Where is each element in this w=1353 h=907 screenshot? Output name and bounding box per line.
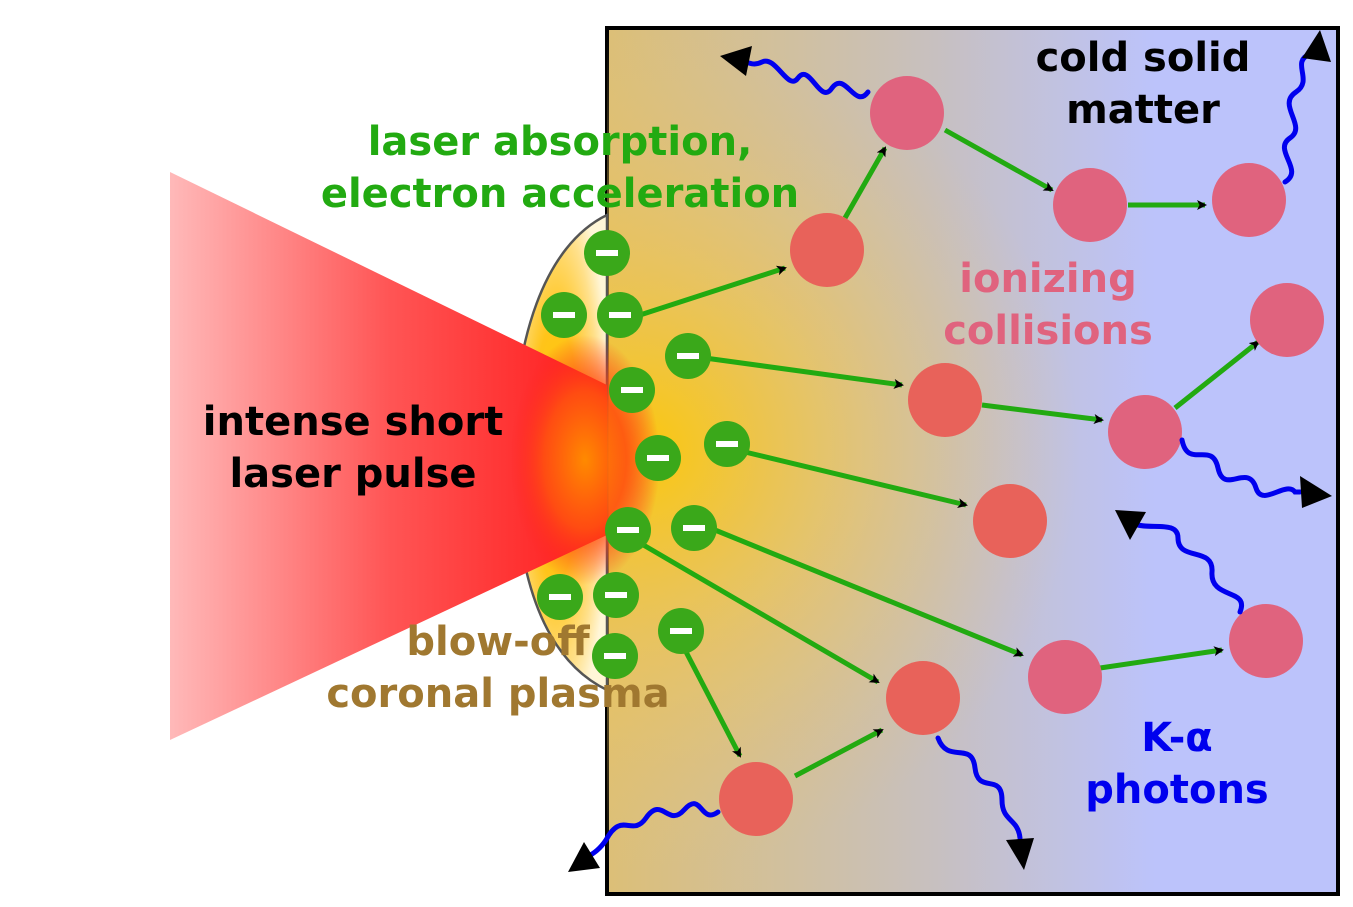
photon-wave-icon [583, 801, 721, 861]
ions [719, 76, 1324, 836]
arrowhead-icon [1302, 30, 1331, 62]
ion-icon [1212, 163, 1286, 237]
electrons [537, 230, 750, 679]
ion-icon [1028, 640, 1102, 714]
ion-icon [870, 76, 944, 150]
electron-icon [658, 608, 704, 654]
ion-icon [1053, 168, 1127, 242]
ion-icon [719, 762, 793, 836]
label-laser-absorption: laser absorption, electron acceleration [320, 119, 800, 217]
photon-wave-icon [1179, 437, 1303, 498]
label-blow-off-plasma: blow-off coronal plasma [326, 619, 670, 717]
electron-icon [635, 435, 681, 481]
ion-icon [886, 661, 960, 735]
photon-wave-icon [935, 735, 1023, 841]
electron-icon [537, 574, 583, 620]
ion-icon [973, 484, 1047, 558]
photon-wave-icon [1281, 51, 1313, 185]
electron-icon [665, 333, 711, 379]
ion-icon [1229, 604, 1303, 678]
arrowhead-icon [568, 842, 600, 872]
electron-icon [597, 292, 643, 338]
arrowhead-icon [1300, 476, 1332, 508]
photon-arrowheads [568, 30, 1332, 872]
electron-icon [609, 367, 655, 413]
label-k-alpha-photons: K-α photons [1085, 715, 1269, 813]
electron-icon [592, 633, 638, 679]
electron-icon [605, 507, 651, 553]
label-intense-laser-pulse: intense short laser pulse [202, 399, 504, 497]
arrowhead-icon [720, 46, 752, 76]
ion-icon [790, 213, 864, 287]
electron-icon [704, 421, 750, 467]
ion-icon [1108, 395, 1182, 469]
electron-tracks [638, 127, 1260, 779]
heated-region [607, 30, 1080, 870]
photon-wave-icon [1131, 521, 1245, 615]
ion-icon [1250, 283, 1324, 357]
arrowhead-icon [1115, 510, 1146, 540]
arrowhead-icon [1006, 838, 1034, 870]
label-cold-solid-matter: cold solid matter [1035, 35, 1251, 133]
k-alpha-photons [583, 51, 1313, 861]
electron-icon [593, 572, 639, 618]
photon-wave-icon [735, 58, 871, 100]
electron-icon [671, 505, 717, 551]
electron-icon [584, 230, 630, 276]
label-ionizing-collisions: ionizing collisions [943, 256, 1153, 354]
laser-pulse-cone [170, 172, 607, 740]
electron-icon [541, 292, 587, 338]
ion-icon [908, 363, 982, 437]
